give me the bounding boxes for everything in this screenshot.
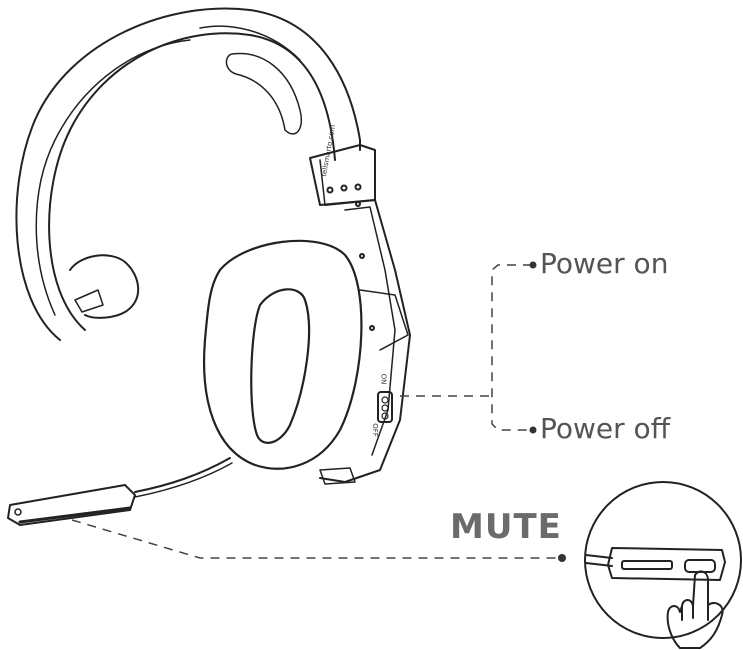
mute-zoom-circle	[584, 481, 742, 639]
microphone-capsule	[7, 484, 136, 526]
slider-block	[309, 144, 376, 206]
ear-rest	[69, 254, 140, 319]
ear-cushion-opening	[250, 288, 311, 444]
switch-off-mark: OFF	[370, 423, 379, 437]
mute-button-zoom	[585, 547, 726, 581]
power-off-label: Power off	[540, 412, 670, 445]
leader-mute	[71, 519, 560, 559]
leader-bracket	[491, 264, 532, 431]
headband	[15, 7, 361, 341]
power-on-label: Power on	[540, 247, 669, 280]
hand-pointer-icon	[666, 570, 724, 649]
headband-inner	[48, 32, 336, 331]
switch-on-mark: ON	[379, 373, 388, 385]
microphone-boom	[134, 457, 231, 493]
power-switch	[377, 391, 393, 423]
leader-dot-off	[529, 426, 537, 434]
ear-cushion	[203, 239, 363, 470]
leader-dot-on	[529, 261, 537, 269]
ear-housing	[319, 199, 411, 483]
mute-label: MUTE	[450, 507, 562, 547]
leader-dot-mute	[558, 554, 566, 562]
